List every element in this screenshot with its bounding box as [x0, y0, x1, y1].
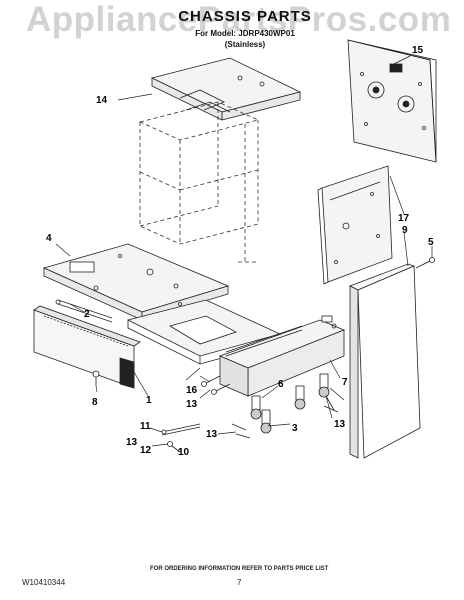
- callout-9: 9: [402, 225, 408, 236]
- part-leveling-legs: [250, 373, 345, 434]
- part-screw-8: [92, 370, 100, 386]
- part-screw-5: [415, 257, 435, 269]
- callout-5: 5: [428, 237, 434, 248]
- callout-4: 4: [46, 233, 52, 244]
- callout-13: 13: [334, 419, 346, 430]
- cabinet-outline: [138, 101, 260, 263]
- watermark: AppliancePartsPros.com: [26, 0, 452, 39]
- callout-13: 13: [206, 429, 218, 440]
- callout-13: 13: [186, 399, 198, 410]
- callout-1: 1: [146, 395, 152, 406]
- ordering-note: FOR ORDERING INFORMATION REFER TO PARTS …: [150, 566, 329, 572]
- part-base-frame: [218, 315, 346, 397]
- document-number: W10410344: [22, 578, 66, 587]
- callout-16: 16: [186, 385, 198, 396]
- page-number: 7: [237, 578, 242, 587]
- callout-3: 3: [292, 423, 298, 434]
- callout-10: 10: [178, 447, 190, 458]
- callout-14: 14: [96, 95, 108, 106]
- callout-13: 13: [126, 437, 138, 448]
- part-drawer-frame: [126, 299, 282, 365]
- part-side-trim: [349, 263, 421, 459]
- callout-7: 7: [342, 377, 348, 388]
- part-top-panel: [150, 57, 302, 121]
- callout-12: 12: [140, 445, 152, 456]
- part-kick-plate: [33, 305, 141, 389]
- part-side-panel: [317, 165, 393, 285]
- model-variant: (Stainless): [224, 40, 266, 49]
- callout-11: 11: [140, 421, 151, 432]
- callout-8: 8: [92, 397, 98, 408]
- callout-2: 2: [84, 309, 90, 320]
- callout-17: 17: [398, 213, 410, 224]
- part-screws-13: [201, 375, 339, 439]
- part-rail: [55, 299, 113, 323]
- page-title: CHASSIS PARTS: [178, 8, 312, 25]
- part-rear-panel: [347, 39, 437, 163]
- callout-6: 6: [278, 379, 284, 390]
- model-subtitle: For Model: JDRP430WP01: [195, 29, 295, 38]
- callout-15: 15: [412, 45, 424, 56]
- callout-leaders: [55, 55, 433, 453]
